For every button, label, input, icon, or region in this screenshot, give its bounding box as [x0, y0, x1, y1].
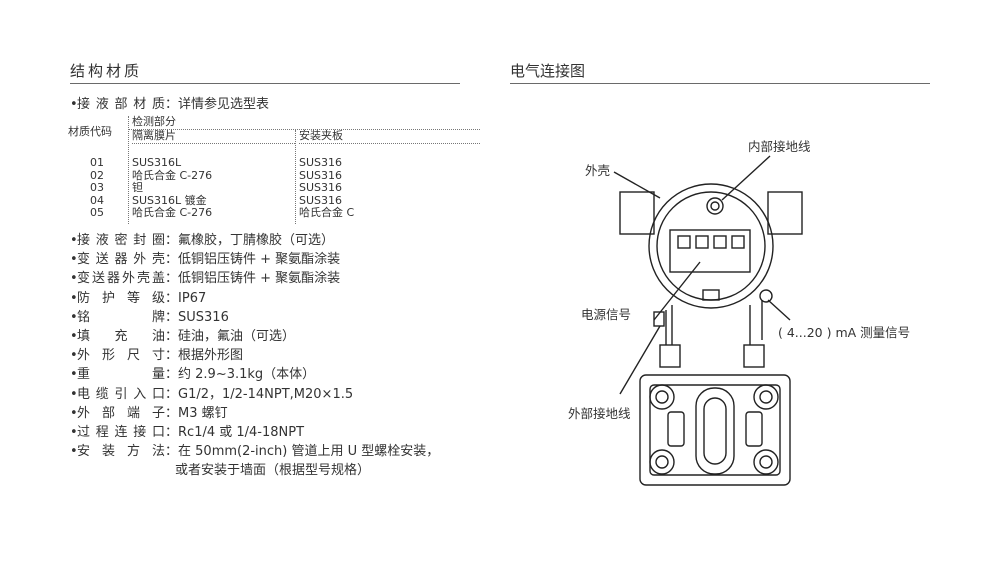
spec-line: •外形尺寸：根据外形图: [70, 346, 450, 365]
plate-material: 哈氏合金 C: [299, 206, 355, 219]
terminal-block: [669, 229, 751, 273]
leader-housing: [613, 171, 661, 199]
spec-line: •外部端子：M3 螺钉: [70, 404, 450, 423]
table-header-diaphragm: 隔离膜片: [132, 129, 295, 144]
transmitter-body: [639, 374, 791, 486]
leader-external-ground: [619, 325, 661, 395]
leader-power: [653, 261, 701, 321]
spec-label: 变送器外壳: [77, 252, 165, 268]
internal-ground-screw: [706, 197, 724, 215]
left-cable-entry: [619, 191, 655, 235]
section-title-material: 结构材质: [70, 62, 143, 80]
plate-material: SUS316: [299, 181, 343, 194]
spec-label: 填充油: [77, 329, 165, 345]
bolt-top-right: [753, 384, 779, 410]
spec-label: 外部端子: [77, 405, 165, 421]
spec-line: •安装方法：在 50mm(2-inch) 管道上用 U 型螺栓安装，: [70, 442, 450, 461]
spec-line: •过程连接口：Rc1/4 或 1/4-18NPT: [70, 423, 450, 442]
material-code: 01: [90, 156, 104, 169]
material-code: 02: [90, 168, 104, 182]
spec-label: 外形尺寸: [77, 348, 165, 364]
spec-value: 低铜铝压铸件 + 聚氨酯涂装: [178, 252, 341, 268]
spec-value: Rc1/4 或 1/4-18NPT: [178, 425, 305, 441]
spec-line: •填充油：硅油，氟油（可选）: [70, 327, 450, 346]
spec-value: M3 螺钉: [178, 405, 228, 421]
spec-value: 详情参见选型表: [178, 97, 270, 112]
spec-line-wetted: •接液部材质：详情参见选型表: [70, 95, 450, 114]
label-measure-signal: ( 4...20 ) mA 测量信号: [778, 325, 911, 340]
bolt-top-left: [649, 384, 675, 410]
material-code: 04: [90, 193, 104, 207]
spec-label: 接液密封圈: [77, 233, 165, 248]
spec-line: •变送器外壳盖：低铜铝压铸件 + 聚氨酯涂装: [70, 269, 450, 288]
spec-line: •接液密封圈：氟橡胶，丁腈橡胶（可选）: [70, 231, 450, 250]
diaphragm-material: 钽: [132, 181, 143, 194]
spec-value: 氟橡胶，丁腈橡胶（可选）: [178, 233, 335, 248]
spec-value: SUS316: [178, 309, 229, 325]
right-cable-entry: [767, 191, 803, 235]
external-ground-screw: [759, 289, 773, 303]
diaphragm-material: 哈氏合金 C-276: [132, 168, 213, 182]
spec-list: •接液密封圈：氟橡胶，丁腈橡胶（可选）•变送器外壳：低铜铝压铸件 + 聚氨酯涂装…: [70, 231, 450, 481]
leader-internal-ground: [721, 155, 771, 201]
table-header-code: 材质代码: [68, 125, 112, 138]
table-header-group: 检测部分: [128, 115, 480, 130]
spec-line: 或者安装于墙面（根据型号规格）: [70, 461, 450, 480]
material-intro: •接液部材质：详情参见选型表: [70, 95, 450, 114]
label-internal-ground: 内部接地线: [748, 139, 811, 154]
bolt-bottom-left: [649, 449, 675, 475]
spec-label: 过程连接口: [77, 425, 165, 441]
plate-material: SUS316: [299, 168, 343, 182]
spec-value: IP67: [178, 290, 207, 306]
diaphragm-material: SUS316L 镀金: [132, 193, 207, 207]
label-housing: 外壳: [585, 163, 611, 178]
spec-label: 铭牌: [77, 309, 165, 325]
spec-value: 约 2.9~3.1kg（本体）: [178, 367, 316, 383]
section-title-wiring: 电气连接图: [510, 62, 586, 80]
spec-value: 低铜铝压铸件 + 聚氨酯涂装: [178, 271, 341, 287]
spec-label: 重量: [77, 367, 165, 383]
table-header-plate: 安装夹板: [299, 129, 480, 144]
spec-line: •变送器外壳：低铜铝压铸件 + 聚氨酯涂装: [70, 250, 450, 269]
bolt-bottom-right: [753, 449, 779, 475]
spec-label: 接液部材质: [77, 97, 165, 112]
diaphragm-material: SUS316L: [132, 156, 182, 169]
spec-value: G1/2，1/2-14NPT,M20×1.5: [178, 386, 354, 402]
spec-label: 防护等级: [77, 290, 165, 306]
material-code: 03: [90, 181, 104, 194]
spec-label: 安装方法: [77, 444, 165, 460]
label-external-ground: 外部接地线: [568, 406, 631, 421]
spec-line: •铭牌：SUS316: [70, 308, 450, 327]
spec-line: •防护等级：IP67: [70, 289, 450, 308]
spec-value: 或者安装于墙面（根据型号规格）: [175, 463, 371, 479]
spec-line: •重量：约 2.9~3.1kg（本体）: [70, 365, 450, 384]
plate-material: SUS316: [299, 193, 343, 207]
label-power-signal: 电源信号: [581, 307, 632, 322]
spec-value: 硅油，氟油（可选）: [178, 329, 296, 345]
section-rule-right: [510, 83, 930, 84]
leader-measure: [767, 299, 791, 321]
spec-value: 根据外形图: [178, 348, 244, 364]
spec-label: 电缆引入口: [77, 386, 165, 402]
material-code: 05: [90, 206, 104, 219]
plate-material: SUS316: [299, 156, 343, 169]
spec-value: 在 50mm(2-inch) 管道上用 U 型螺栓安装，: [178, 444, 440, 460]
housing-outer: [648, 183, 774, 309]
spec-label: 变送器外壳盖: [77, 271, 165, 287]
spec-line: •电缆引入口：G1/2，1/2-14NPT,M20×1.5: [70, 385, 450, 404]
section-rule-left: [70, 83, 460, 84]
diaphragm-material: 哈氏合金 C-276: [132, 206, 213, 219]
